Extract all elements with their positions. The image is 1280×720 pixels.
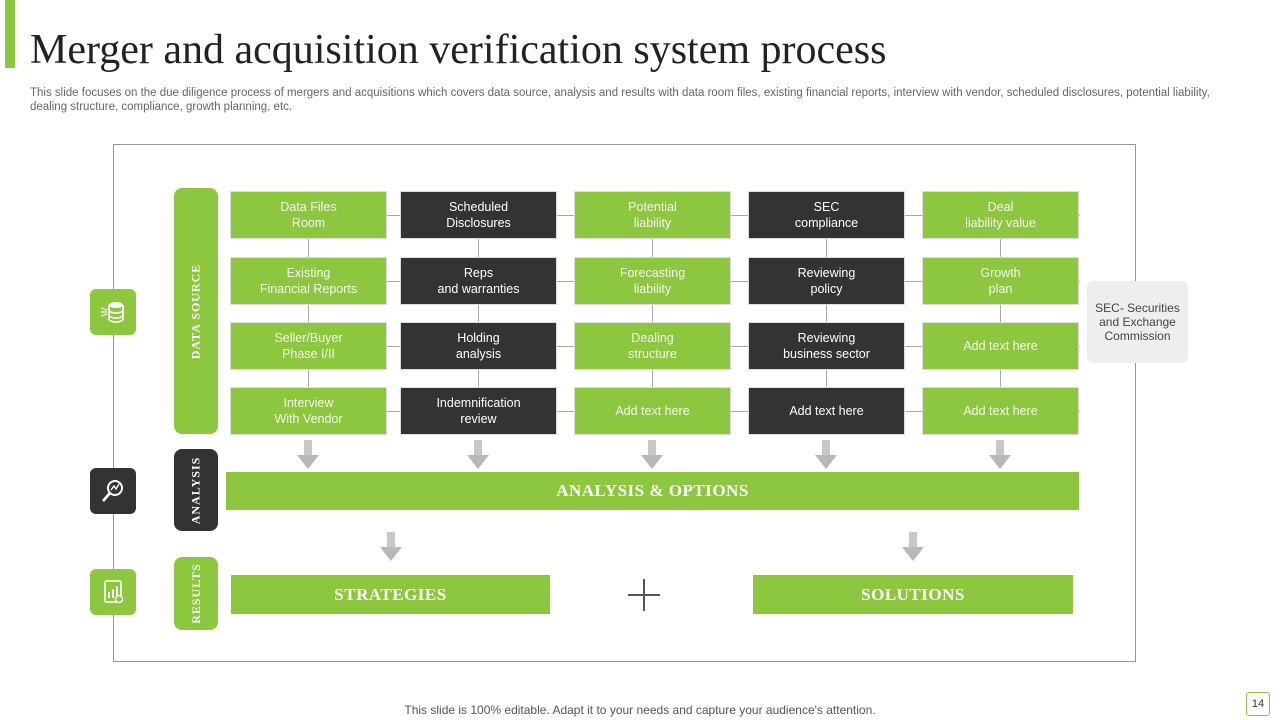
grid-cell-r2-c2: Reps and warranties <box>400 257 557 305</box>
grid-cell-r3-c5: Add text here <box>922 322 1079 370</box>
column-connector <box>478 215 479 411</box>
stage-label-analysis: ANALYSIS <box>174 449 218 531</box>
grid-cell-r1-c2: Scheduled Disclosures <box>400 191 557 239</box>
page-subtitle: This slide focuses on the due diligence … <box>30 87 1210 113</box>
down-arrow-icon <box>902 532 924 562</box>
column-connector <box>1000 215 1001 411</box>
grid-cell-r2-c3: Forecasting liability <box>574 257 731 305</box>
grid-cell-r1-c3: Potential liability <box>574 191 731 239</box>
analysis-options-bar: ANALYSIS & OPTIONS <box>226 472 1079 510</box>
grid-cell-r4-c1: Interview With Vendor <box>230 387 387 435</box>
grid-cell-r4-c4: Add text here <box>748 387 905 435</box>
page-title: Merger and acquisition verification syst… <box>30 27 887 73</box>
solutions-box: SOLUTIONS <box>753 575 1073 614</box>
diagram-frame <box>113 144 1136 662</box>
footer-note: This slide is 100% editable. Adapt it to… <box>404 703 876 717</box>
down-arrow-icon <box>380 532 402 562</box>
title-accent-bar <box>5 0 15 68</box>
plus-icon <box>628 579 660 611</box>
down-arrow-icon <box>989 440 1011 470</box>
strategies-box: STRATEGIES <box>231 575 550 614</box>
column-connector <box>652 215 653 411</box>
database-icon <box>90 289 136 335</box>
grid-cell-r3-c2: Holding analysis <box>400 322 557 370</box>
stage-label-results: RESULTS <box>174 557 218 630</box>
magnifier-analysis-icon <box>90 468 136 514</box>
down-arrow-icon <box>641 440 663 470</box>
grid-cell-r4-c3: Add text here <box>574 387 731 435</box>
sec-definition-note: SEC- Securities and Exchange Commission <box>1087 281 1188 363</box>
down-arrow-icon <box>467 440 489 470</box>
down-arrow-icon <box>815 440 837 470</box>
column-connector <box>308 215 309 411</box>
down-arrow-icon <box>297 440 319 470</box>
grid-cell-r1-c1: Data Files Room <box>230 191 387 239</box>
grid-cell-r2-c5: Growth plan <box>922 257 1079 305</box>
column-connector <box>826 215 827 411</box>
stage-label-data-source: DATA SOURCE <box>174 188 218 434</box>
report-chart-icon <box>90 569 136 615</box>
grid-cell-r1-c4: SEC compliance <box>748 191 905 239</box>
grid-cell-r3-c3: Dealing structure <box>574 322 731 370</box>
grid-cell-r2-c1: Existing Financial Reports <box>230 257 387 305</box>
grid-cell-r3-c4: Reviewing business sector <box>748 322 905 370</box>
grid-cell-r4-c5: Add text here <box>922 387 1079 435</box>
grid-cell-r3-c1: Seller/Buyer Phase I/II <box>230 322 387 370</box>
grid-cell-r4-c2: Indemnification review <box>400 387 557 435</box>
page-number: 14 <box>1246 692 1270 716</box>
grid-cell-r1-c5: Deal liability value <box>922 191 1079 239</box>
grid-cell-r2-c4: Reviewing policy <box>748 257 905 305</box>
